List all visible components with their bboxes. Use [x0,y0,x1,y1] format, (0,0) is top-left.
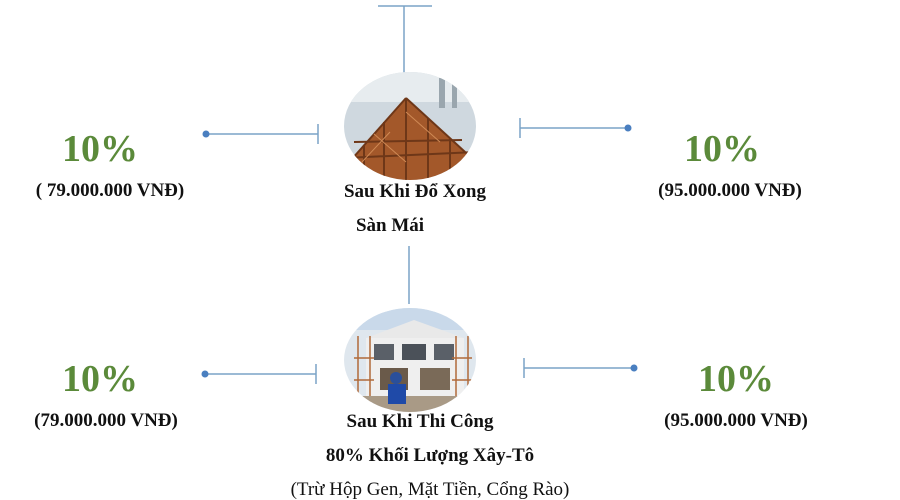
stage2-caption-note: (Trừ Hộp Gen, Mặt Tiền, Cổng Rào) [290,479,570,500]
stage1-right-amount: (95.000.000 VNĐ) [658,180,802,201]
stage2-right-percent: 10% [698,358,774,400]
stage1-left-percent: 10% [62,128,138,170]
stage2-left-amount: (79.000.000 VNĐ) [34,410,178,431]
stage2-right-dot [630,364,638,372]
roof-frame-photo [344,72,476,180]
stage2-caption-line1: Sau Khi Thi Công [346,411,494,432]
stage1-right-dot [624,124,632,132]
stage1-right-percent: 10% [684,128,760,170]
stage2-left-dot [201,370,209,378]
stage2-right-amount: (95.000.000 VNĐ) [664,410,808,431]
stage1-caption-line1: Sau Khi Đổ Xong [343,181,487,202]
stage1-caption-line2: Sàn Mái [355,215,425,236]
stage1-left-dot [202,130,210,138]
house-construction-photo [344,308,476,412]
stage2-caption-line2: 80% Khối Lượng Xây-Tô [325,445,535,466]
stage1-left-amount: ( 79.000.000 VNĐ) [35,180,185,201]
stage2-left-percent: 10% [62,358,138,400]
